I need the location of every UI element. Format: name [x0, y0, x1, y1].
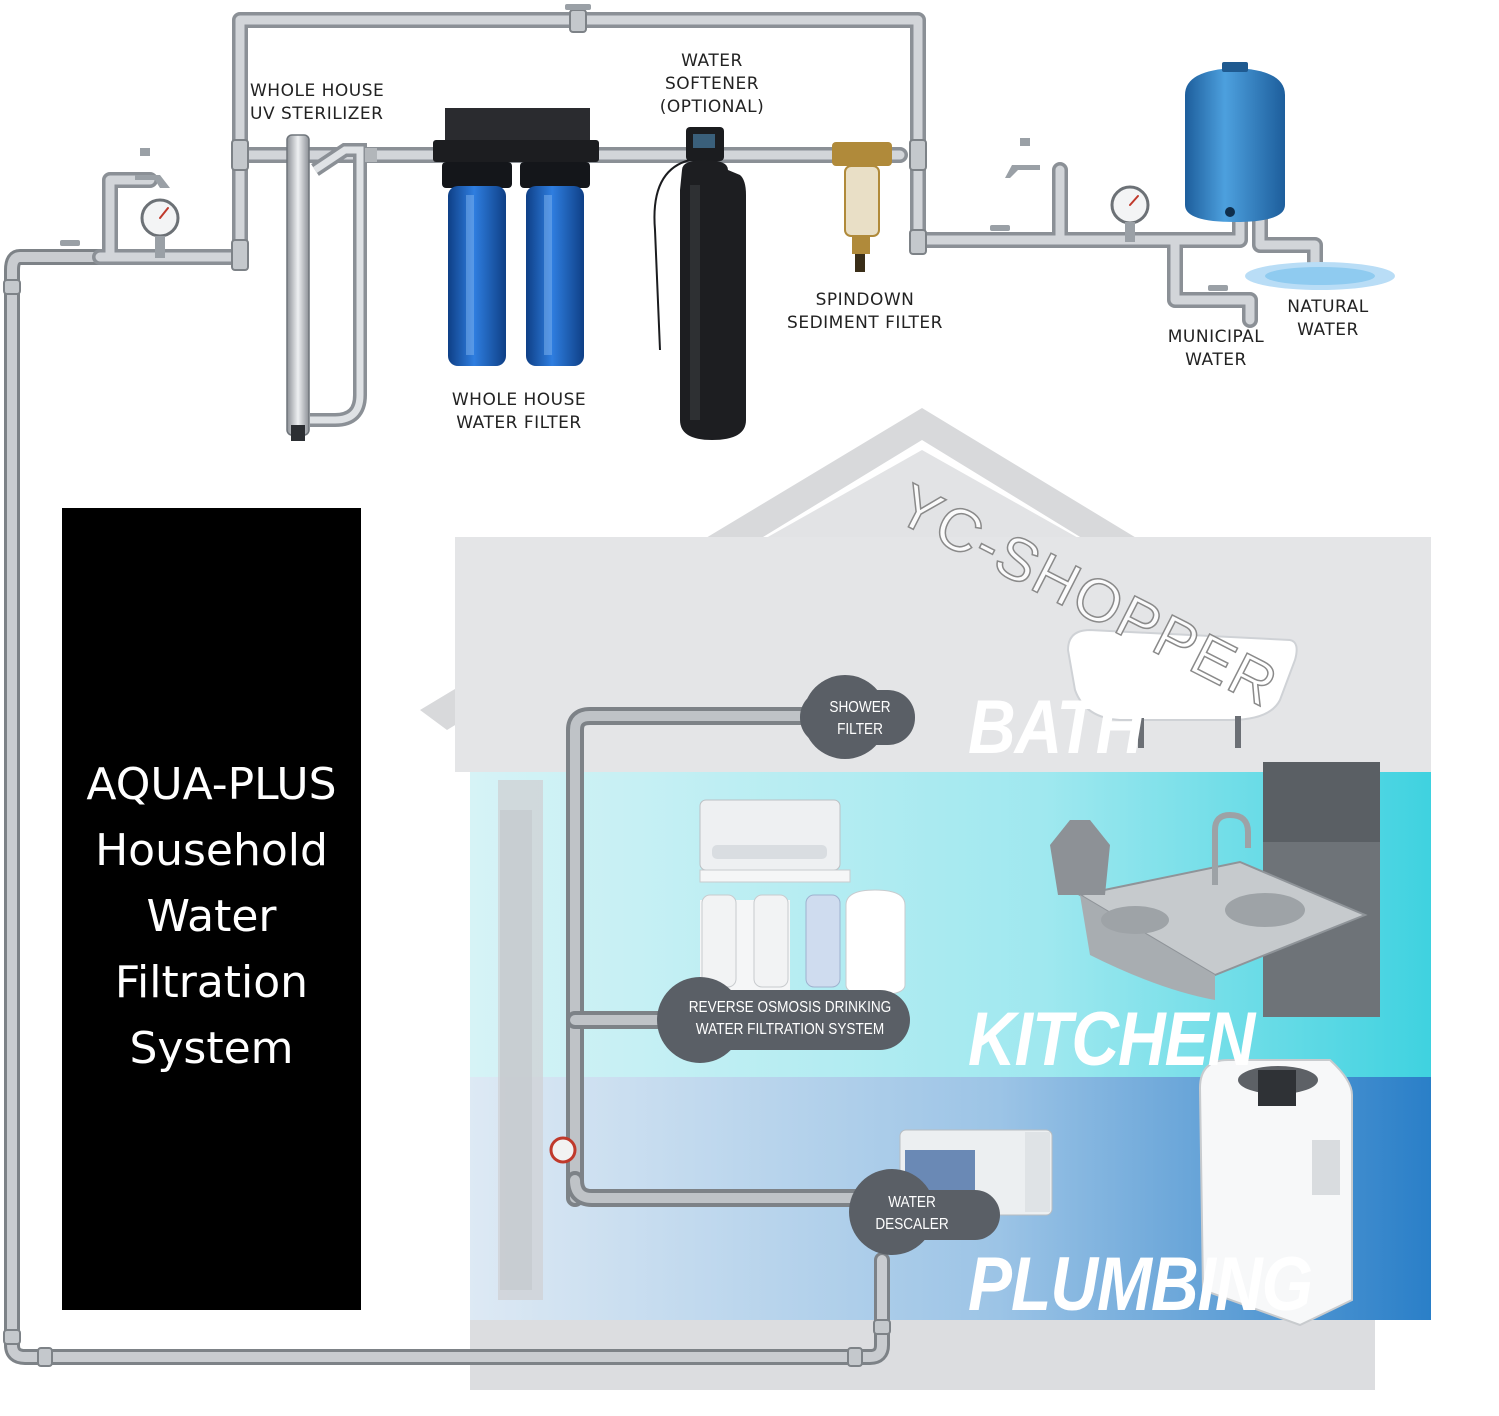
label-line: SOFTENER — [664, 74, 760, 94]
panel-title-line: AQUA-PLUS — [86, 759, 337, 810]
badge-line: DESCALER — [875, 1216, 949, 1233]
label-line: WATER FILTER — [456, 413, 582, 433]
kitchen-appliances — [699, 762, 1380, 1017]
title-panel — [62, 508, 361, 1310]
room-label-kitchen: KITCHEN — [968, 996, 1255, 1082]
water-descaler-badge: WATER DESCALER — [870, 1192, 955, 1236]
badges — [657, 675, 1000, 1255]
badge-line: SHOWER — [829, 699, 891, 716]
label-line: SEDIMENT FILTER — [787, 313, 943, 333]
whole-house-filter-label: WHOLE HOUSE WATER FILTER — [440, 389, 598, 435]
municipal-water-label: MUNICIPAL WATER — [1160, 326, 1272, 372]
pressure-tank-device — [1185, 62, 1285, 222]
spindown-filter-label: SPINDOWN SEDIMENT FILTER — [775, 289, 955, 335]
house-pipes — [549, 707, 869, 1207]
panel-title-line: Water — [146, 891, 277, 942]
room-label-plumbing: PLUMBING — [968, 1241, 1313, 1327]
label-line: UV STERILIZER — [250, 104, 384, 124]
badge-line: FILTER — [837, 721, 883, 738]
natural-water-label: NATURAL WATER — [1278, 296, 1378, 342]
plumbing-appliances — [899, 1059, 1353, 1327]
bathtub-image — [1066, 628, 1298, 748]
reverse-osmosis-badge: REVERSE OSMOSIS DRINKING WATER FILTRATIO… — [684, 997, 897, 1041]
uv-sterilizer-device — [286, 134, 377, 441]
shower-filter-badge: SHOWER FILTER — [818, 697, 903, 741]
label-line: SPINDOWN — [815, 290, 915, 310]
badge-line: WATER FILTRATION SYSTEM — [695, 1021, 885, 1038]
panel-title-line: System — [129, 1023, 294, 1074]
label-line: WHOLE HOUSE — [451, 390, 587, 410]
uv-sterilizer-label: WHOLE HOUSE UV STERILIZER — [250, 80, 384, 126]
main-pipe-loop — [4, 249, 890, 1365]
door — [500, 810, 532, 1290]
panel-title-line: Household — [95, 825, 328, 876]
label-line: (OPTIONAL) — [659, 97, 765, 117]
spindown-filter-device — [832, 142, 892, 272]
water-softener-device — [653, 127, 746, 440]
room-label-bath: BATH — [968, 684, 1143, 770]
label-line: NATURAL — [1287, 297, 1369, 317]
panel-title-line: Filtration — [114, 957, 309, 1008]
whole-house-filter-device — [433, 108, 599, 366]
label-line: WATER — [1297, 320, 1359, 340]
water-softener-label: WATER SOFTENER (OPTIONAL) — [650, 50, 774, 119]
label-line: MUNICIPAL — [1167, 327, 1265, 347]
badge-line: WATER — [888, 1194, 936, 1211]
panel-title: AQUA-PLUS Household Water Filtration Sys… — [62, 752, 361, 1082]
label-line: WATER — [1185, 350, 1247, 370]
label-line: WATER — [681, 51, 743, 71]
badge-line: REVERSE OSMOSIS DRINKING — [688, 999, 892, 1016]
label-line: WHOLE HOUSE — [250, 81, 385, 101]
